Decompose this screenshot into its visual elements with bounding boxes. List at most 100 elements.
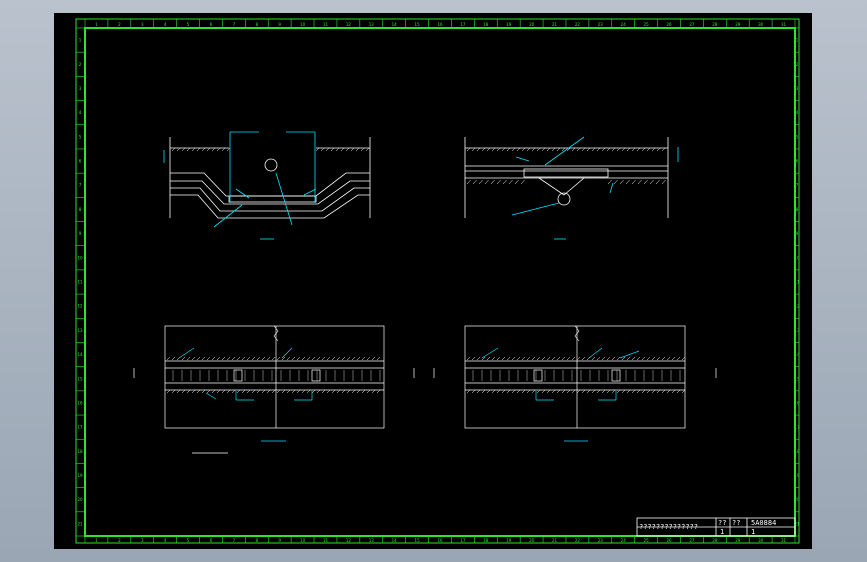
ruler-number-top: 26 (666, 22, 672, 27)
hatch-mark (616, 147, 621, 152)
hatch-mark (591, 389, 596, 394)
hatch-mark (311, 389, 316, 394)
hatch-mark (471, 389, 476, 394)
ruler-number-right: 13 (794, 328, 800, 333)
hatch-mark (591, 356, 596, 361)
ruler-number-right: 1 (796, 38, 799, 43)
title-block-title: ?????????????? (639, 523, 699, 531)
hatch-mark (346, 389, 351, 394)
hatch-mark (484, 179, 489, 185)
hatch-mark (166, 389, 171, 394)
hatch-mark (166, 356, 171, 361)
ruler-number-top: 16 (437, 22, 443, 27)
hatch-mark (526, 147, 531, 152)
ruler-number-right: 15 (794, 376, 800, 381)
ruler-number-bottom: 7 (233, 538, 236, 543)
hatch-mark (266, 389, 271, 394)
hatch-mark (466, 389, 471, 394)
hatch-mark (306, 356, 311, 361)
ruler-number-left: 8 (79, 207, 82, 212)
ruler-number-left: 12 (77, 304, 83, 309)
hatch-mark (236, 389, 241, 394)
hatch-mark (315, 147, 320, 152)
frame-ruler-numbers: 1122334455667788991010111112121313141415… (77, 22, 800, 543)
hatch-mark (655, 179, 660, 185)
hatch-mark (490, 179, 495, 185)
hatch-mark (571, 356, 576, 361)
hatch-mark (619, 179, 624, 185)
hatch-mark (661, 179, 666, 185)
hatch-mark (556, 356, 561, 361)
hatch-mark (611, 356, 616, 361)
ruler-number-top: 29 (735, 22, 741, 27)
title-block-label-b: ?? (732, 519, 741, 527)
ruler-number-right: 19 (794, 473, 800, 478)
hatch-mark (361, 356, 366, 361)
hatch-mark (661, 147, 666, 152)
hatch-mark (346, 356, 351, 361)
hatch-mark (531, 389, 536, 394)
hatch-mark (211, 389, 216, 394)
soil-hatching-left (171, 147, 370, 152)
hatch-mark (506, 147, 511, 152)
hatch-mark (466, 179, 471, 185)
ruler-number-bottom: 19 (506, 538, 512, 543)
hatch-mark (171, 356, 176, 361)
hatch-mark (501, 147, 506, 152)
hatch-mark (649, 179, 654, 185)
ruler-number-top: 24 (621, 22, 627, 27)
hatch-mark (637, 179, 642, 185)
hatch-mark (351, 389, 356, 394)
hatch-mark (366, 389, 371, 394)
soil-hatching-right (466, 147, 666, 185)
hatch-mark (341, 356, 346, 361)
hatch-mark (191, 147, 196, 152)
plan-view-left (133, 325, 415, 454)
ruler-number-top: 31 (781, 22, 787, 27)
hatch-mark (341, 389, 346, 394)
hatch-mark (496, 356, 501, 361)
hatch-mark (326, 389, 331, 394)
ruler-number-left: 11 (77, 280, 83, 285)
hatch-mark (356, 356, 361, 361)
hatch-mark (541, 356, 546, 361)
hatch-mark (236, 356, 241, 361)
hatch-mark (606, 389, 611, 394)
ruler-number-left: 6 (79, 159, 82, 164)
hatch-mark (281, 389, 286, 394)
hatch-mark (181, 389, 186, 394)
hatch-mark (291, 389, 296, 394)
frame-ruler-ticks (76, 19, 799, 543)
hatch-mark (471, 147, 476, 152)
hatch-mark (531, 356, 536, 361)
ruler-number-top: 10 (300, 22, 306, 27)
hatch-mark (466, 147, 471, 152)
ruler-number-top: 23 (598, 22, 604, 27)
hatch-mark (506, 356, 511, 361)
ruler-number-left: 15 (77, 376, 83, 381)
ruler-number-bottom: 15 (415, 538, 421, 543)
hatch-mark (646, 389, 651, 394)
hatch-mark (196, 389, 201, 394)
ruler-number-top: 8 (256, 22, 259, 27)
hatch-mark (350, 147, 355, 152)
hatch-mark (681, 389, 686, 394)
hatch-mark (206, 356, 211, 361)
ruler-number-left: 21 (77, 521, 83, 526)
hatch-mark (376, 356, 381, 361)
ruler-number-bottom: 31 (781, 538, 787, 543)
hatch-mark (646, 147, 651, 152)
hatch-mark (651, 356, 656, 361)
ruler-number-left: 5 (79, 134, 82, 139)
ruler-number-right: 14 (794, 352, 800, 357)
hatch-mark (641, 389, 646, 394)
hatch-mark (246, 356, 251, 361)
hatch-mark (376, 389, 381, 394)
hatch-mark (586, 147, 591, 152)
hatch-mark (536, 147, 541, 152)
hatch-mark (211, 147, 216, 152)
inner-border (84, 27, 796, 537)
hatch-mark (651, 147, 656, 152)
cad-drawing-sheet[interactable]: 1122334455667788991010111112121313141415… (54, 13, 812, 549)
